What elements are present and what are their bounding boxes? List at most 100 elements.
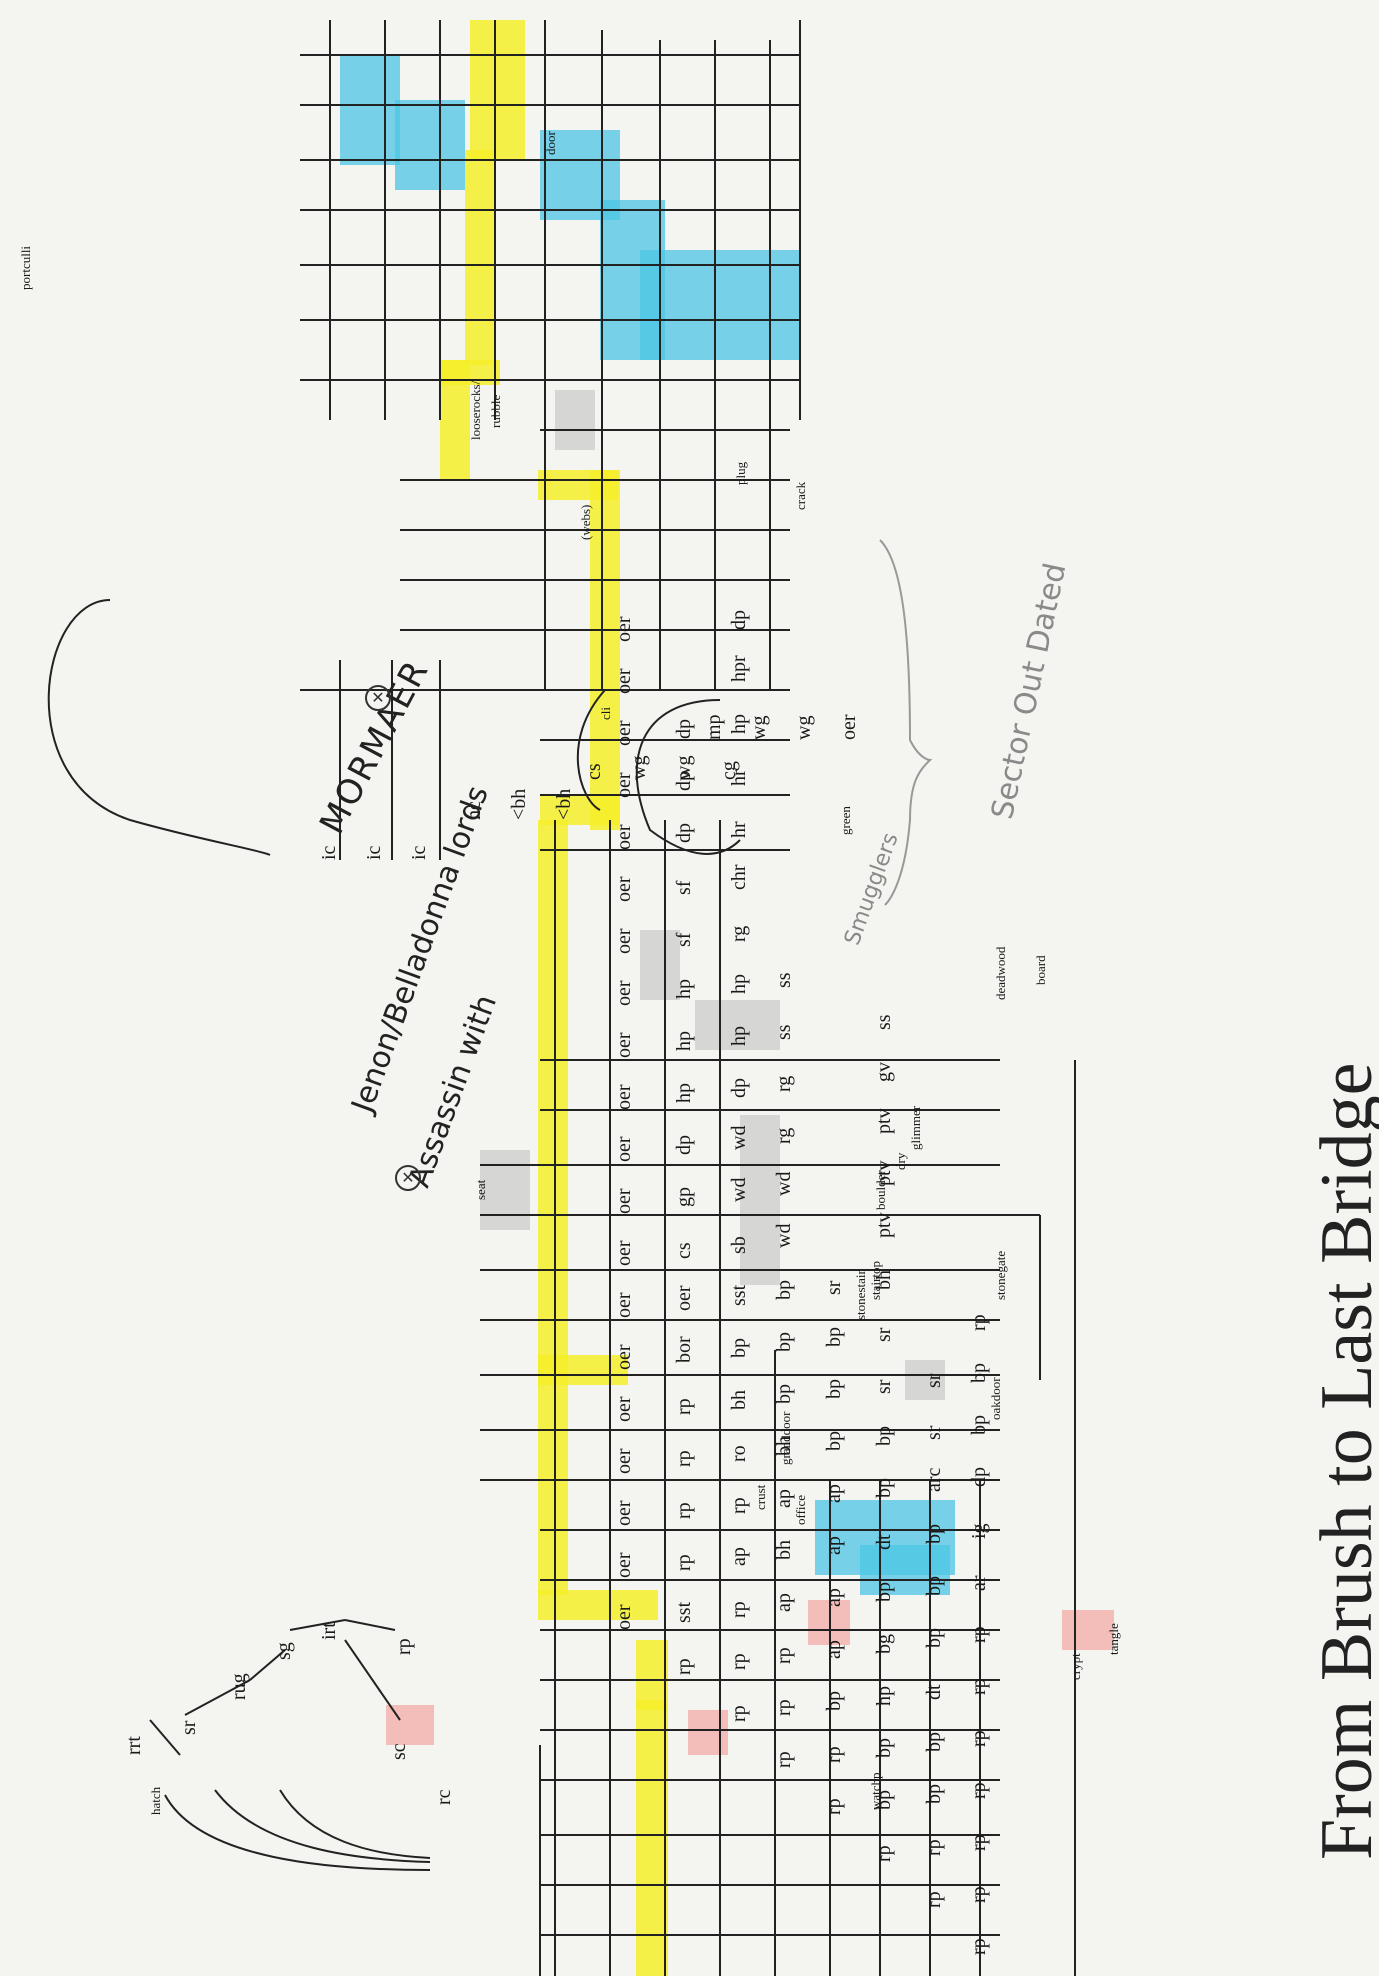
map-node: bp xyxy=(923,1784,945,1804)
map-node: ap xyxy=(728,1547,750,1566)
annotation-looserocks: looserocks/ xyxy=(468,380,483,440)
map-node: bp xyxy=(873,1790,895,1810)
tree-node-hatch: hatch xyxy=(148,1786,163,1815)
annotation-stairtop: stairtop xyxy=(868,1261,883,1300)
map-node: dp xyxy=(728,1078,750,1098)
map-node: wg xyxy=(793,716,815,740)
map-node: ptv xyxy=(873,1212,895,1238)
map-node: dp xyxy=(728,610,750,630)
map-node: oer xyxy=(613,1448,635,1474)
map-node: rp xyxy=(873,1845,895,1862)
map-node: sr xyxy=(923,1425,945,1440)
map-node: oer xyxy=(613,1084,635,1110)
annotation-tangle: tangle xyxy=(1106,1623,1121,1655)
map-node: rp xyxy=(923,1839,945,1856)
map-node: rp xyxy=(673,1398,695,1415)
tree-node-rp: rp xyxy=(393,1638,415,1655)
map-node: rg xyxy=(728,926,750,942)
map-node: oer xyxy=(838,714,860,740)
shade-2 xyxy=(740,1115,780,1285)
map-node: gv xyxy=(873,1062,895,1082)
arrow-curve-3 xyxy=(214,1789,431,1863)
map-node: ap xyxy=(773,1593,795,1612)
map-node: oer xyxy=(613,616,635,642)
shade-3 xyxy=(640,930,680,1000)
map-node: dp xyxy=(673,771,695,791)
map-node: <bh xyxy=(508,789,530,820)
water-highlight-7 xyxy=(860,1545,950,1595)
map-node: oer xyxy=(613,1344,635,1370)
annotation-plug: plug xyxy=(733,461,748,485)
map-node: oer xyxy=(613,1188,635,1214)
annotation-rubble: rubble xyxy=(488,395,503,428)
tree-node-sc: sc xyxy=(388,1743,410,1760)
map-node: bh xyxy=(773,1436,795,1456)
map-node: ic xyxy=(363,845,385,860)
route-highlight-2 xyxy=(636,1640,668,1710)
map-node: hr xyxy=(728,821,750,838)
map-node: bg xyxy=(873,1634,895,1654)
cross-circle-icon: ✕ xyxy=(365,685,391,711)
shade-1 xyxy=(480,1150,530,1230)
map-node: bp xyxy=(728,1338,750,1358)
map-node: oer xyxy=(613,1240,635,1266)
map-node: bp xyxy=(823,1379,845,1399)
arrow-curve-5 xyxy=(576,689,606,811)
annotation-crack: crack xyxy=(793,481,808,510)
map-node: bp xyxy=(823,1691,845,1711)
map-node: bh xyxy=(773,1540,795,1560)
map-node: rp xyxy=(673,1658,695,1675)
page-title: From Brush to Last Bridge xyxy=(1306,1062,1379,1860)
annotation-watchp: watchp xyxy=(868,1772,883,1810)
map-node: ro xyxy=(728,1445,750,1462)
map-node: hp xyxy=(728,1026,750,1046)
map-node: ptv xyxy=(873,1108,895,1134)
map-node: bp xyxy=(873,1582,895,1602)
annotation-office: office xyxy=(793,1495,808,1525)
map-node: oer xyxy=(613,772,635,798)
map-node: dp xyxy=(968,1467,990,1487)
shade-4 xyxy=(695,1000,780,1050)
map-node: oer xyxy=(613,1032,635,1058)
arrow-curve-6 xyxy=(635,699,741,855)
annotation-stonestair: stonestair xyxy=(853,1270,868,1320)
route-highlight-6 xyxy=(538,820,568,1360)
map-node: bp xyxy=(773,1332,795,1352)
tree-node-rug: rug xyxy=(228,1673,250,1700)
map-node: sr xyxy=(873,1327,895,1342)
route-highlight-13 xyxy=(470,20,525,160)
map-node: bp xyxy=(923,1732,945,1752)
tree-node-irt: irt xyxy=(318,1622,340,1640)
route-highlight-12 xyxy=(465,150,495,365)
arrow-curve-1 xyxy=(47,599,271,856)
map-node: hr xyxy=(728,769,750,786)
water-highlight-2 xyxy=(395,100,465,190)
map-node: rp xyxy=(968,1834,990,1851)
map-node: chr xyxy=(728,864,750,890)
map-node: dt xyxy=(923,1684,945,1700)
map-node: dp xyxy=(673,1135,695,1155)
map-node: oer xyxy=(613,1500,635,1526)
map-node: wg xyxy=(673,756,695,780)
annotation-glimmer: glimmer xyxy=(908,1105,923,1150)
map-node: rp xyxy=(728,1653,750,1670)
map-node: oer xyxy=(613,1604,635,1630)
map-node: arc xyxy=(923,1467,945,1492)
map-node: ar xyxy=(968,1575,990,1591)
tree-edge xyxy=(344,1619,396,1631)
map-node: wg xyxy=(748,716,770,740)
route-highlight-1 xyxy=(636,1700,668,1976)
map-node: rp xyxy=(823,1746,845,1763)
map-node: rp xyxy=(968,1938,990,1955)
map-node: rp xyxy=(968,1886,990,1903)
map-node: ap xyxy=(823,1588,845,1607)
map-node: oer xyxy=(613,1552,635,1578)
map-node: cs xyxy=(583,763,605,780)
map-node: oer xyxy=(613,824,635,850)
map-node: rp xyxy=(673,1502,695,1519)
map-node: rp xyxy=(773,1751,795,1768)
map-node: rg xyxy=(773,1076,795,1092)
map-node: bp xyxy=(873,1738,895,1758)
arrow-curve-2 xyxy=(164,1794,431,1871)
